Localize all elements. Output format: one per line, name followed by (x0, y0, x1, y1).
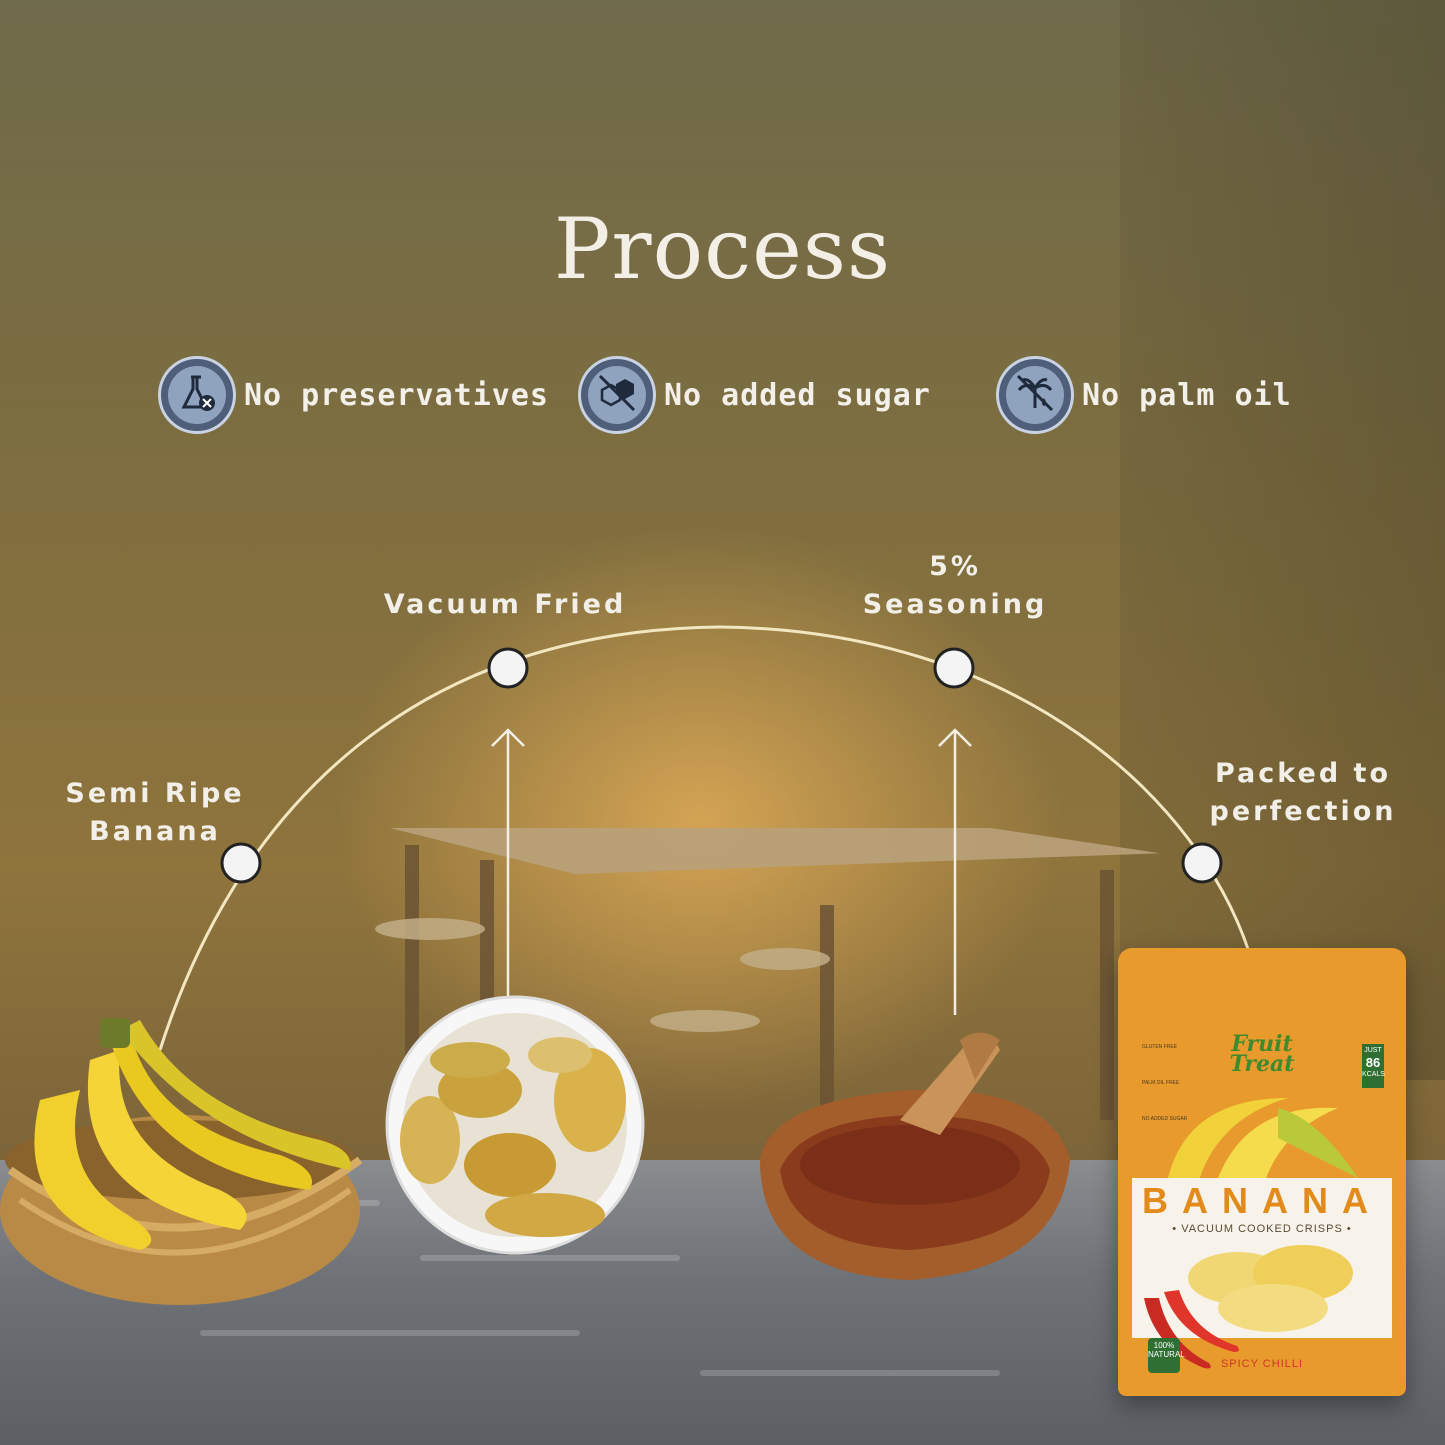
feature-badges: No preservatives No added sugar (0, 356, 1445, 440)
step-label-line: perfection (1209, 796, 1397, 827)
product-subtitle: • VACUUM COOKED CRISPS • (1172, 1223, 1352, 1235)
banana-chips-bowl-image (385, 995, 645, 1255)
page-title: Process (553, 200, 892, 298)
step-label-line: Packed to (1214, 758, 1391, 789)
background-stool (375, 918, 485, 940)
feature-text: NO ADDED SUGAR (1142, 1116, 1188, 1122)
badge-label: No palm oil (1082, 377, 1292, 413)
kcal-badge: JUST 86 KCALS (1362, 1044, 1385, 1088)
arrow-up-icon (491, 728, 525, 1000)
product-name: BANANA (1142, 1180, 1382, 1221)
step-node (1181, 842, 1223, 884)
flask-no-icon (177, 373, 217, 417)
table-leg (405, 845, 419, 1095)
banana-basket-image (0, 1018, 363, 1305)
sugar-cube-no-icon (596, 372, 638, 418)
chips-illustration (1188, 1245, 1353, 1332)
step-label-semi-ripe-banana: Semi Ripe Banana (60, 775, 250, 851)
step-label-line: Semi Ripe (65, 778, 245, 809)
seasoning-bowl-image (760, 1032, 1070, 1280)
badge-no-preservatives: No preservatives (158, 356, 549, 434)
table-leg (480, 860, 494, 1010)
brand-logo-line: Treat (1229, 1051, 1295, 1077)
step-node (220, 842, 262, 884)
brand-logo-line: Fruit (1231, 1031, 1293, 1057)
product-package-image: Fruit Treat JUST 86 KCALS GLUTEN FREE PA… (1118, 948, 1406, 1396)
step-label-line: Vacuum Fried (383, 589, 627, 620)
background-wall (1120, 0, 1445, 1080)
chilli-illustration (1144, 1290, 1239, 1369)
banana-illustration (1168, 1098, 1358, 1188)
badge-no-palm-oil: No palm oil (996, 356, 1292, 434)
step-node (933, 647, 975, 689)
badge-no-added-sugar: No added sugar (578, 356, 931, 434)
step-label-vacuum-fried: Vacuum Fried (370, 586, 640, 624)
feature-text: PALM OIL FREE (1142, 1080, 1180, 1086)
flavor-name: SPICY CHILLI (1220, 1358, 1304, 1370)
badge-label: No added sugar (664, 377, 931, 413)
palm-tree-no-icon (1014, 372, 1056, 418)
brand-logo: Fruit Treat (1118, 1031, 1406, 1077)
step-label-line: Banana (89, 816, 221, 847)
step-label-line: 5% (929, 551, 981, 582)
kcal-unit: KCALS (1362, 1071, 1385, 1078)
background-stool (740, 948, 830, 970)
step-label-seasoning: 5% Seasoning (850, 548, 1060, 624)
table-leg (1100, 870, 1114, 1120)
step-label-line: Seasoning (862, 589, 1048, 620)
feature-text: GLUTEN FREE (1142, 1044, 1178, 1050)
process-arc (158, 625, 1252, 1051)
badge-label: No preservatives (244, 377, 549, 413)
step-label-packed: Packed to perfection (1198, 755, 1408, 831)
step-node (487, 647, 529, 689)
natural-badge: 100% NATURAL (1148, 1338, 1185, 1373)
kcal-value: 86 (1365, 1055, 1381, 1070)
kcal-top: JUST (1364, 1047, 1382, 1054)
arrow-up-icon (938, 728, 972, 1015)
background-stool (650, 1010, 760, 1032)
